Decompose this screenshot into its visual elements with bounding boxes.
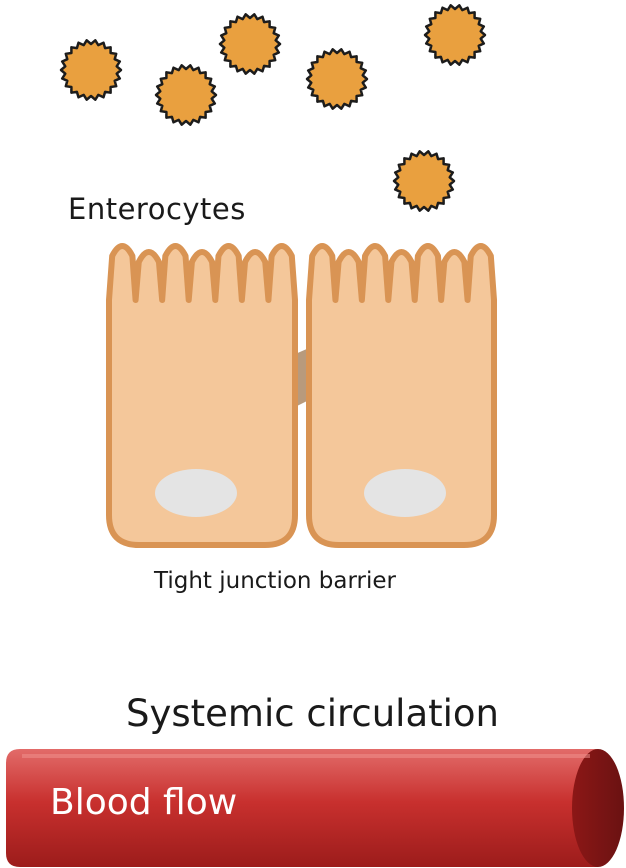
tight-junction-label: Tight junction barrier bbox=[154, 568, 396, 594]
particle-6 bbox=[394, 151, 454, 210]
systemic-circulation-label: Systemic circulation bbox=[126, 692, 499, 735]
particle-1 bbox=[61, 40, 121, 99]
particle-5 bbox=[425, 5, 485, 64]
particle-2 bbox=[156, 65, 216, 124]
nucleus-left bbox=[155, 469, 237, 517]
nucleus-right bbox=[364, 469, 446, 517]
particles-group bbox=[61, 5, 485, 210]
blood-flow-label: Blood flow bbox=[50, 782, 237, 823]
particle-4 bbox=[307, 49, 367, 108]
enterocytes-label: Enterocytes bbox=[68, 192, 246, 226]
blood-vessel-end bbox=[572, 749, 624, 867]
particle-3 bbox=[220, 14, 280, 73]
